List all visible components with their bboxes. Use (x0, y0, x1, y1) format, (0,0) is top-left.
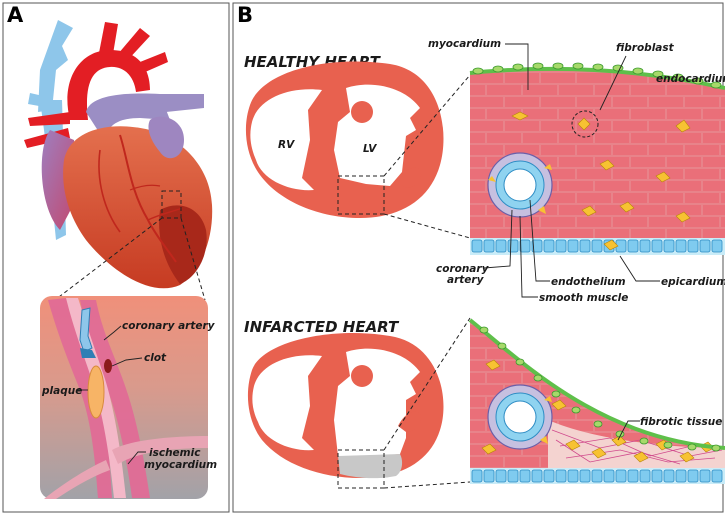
label-myocardium: myocardium (428, 38, 501, 50)
label-clot: clot (144, 352, 167, 364)
infarcted-zoom-line-bottom (384, 482, 470, 488)
label-ischemic-myocardium: myocardium (144, 459, 217, 471)
infarcted-coronary-vessel (488, 385, 552, 449)
label-lv: LV (363, 143, 377, 155)
label-fibrotic-tissue: fibrotic tissue (640, 416, 722, 428)
infarcted-heart-title: INFARCTED HEART (244, 318, 400, 336)
healthy-tissue-block (470, 63, 725, 255)
panel-a-letter: A (7, 3, 24, 27)
label-endocardium: endocardium (656, 73, 725, 85)
label-plaque: plaque (41, 385, 82, 397)
label-fibroblast: fibroblast (616, 42, 675, 54)
label-rv: RV (278, 139, 295, 151)
panel-b-letter: B (237, 3, 253, 27)
infarcted-tissue-block (470, 320, 725, 484)
healthy-zoom-line-bottom (384, 214, 470, 238)
label-coronary-artery: coronary artery (122, 320, 216, 332)
label-smooth-muscle: smooth muscle (539, 292, 628, 304)
label-epicardium: epicardium (661, 276, 725, 288)
healthy-coronary-vessel (488, 153, 552, 217)
infarcted-epicardium-cells (472, 470, 722, 482)
healthy-cross-section (246, 61, 444, 218)
label-ischemic: ischemic (149, 447, 201, 459)
infarcted-cross-section (248, 333, 444, 478)
label-endothelium: endothelium (551, 276, 626, 288)
whole-heart-illustration (24, 20, 212, 288)
label-coronary-artery-b: artery (447, 274, 485, 286)
epicardium-cells (472, 240, 722, 252)
